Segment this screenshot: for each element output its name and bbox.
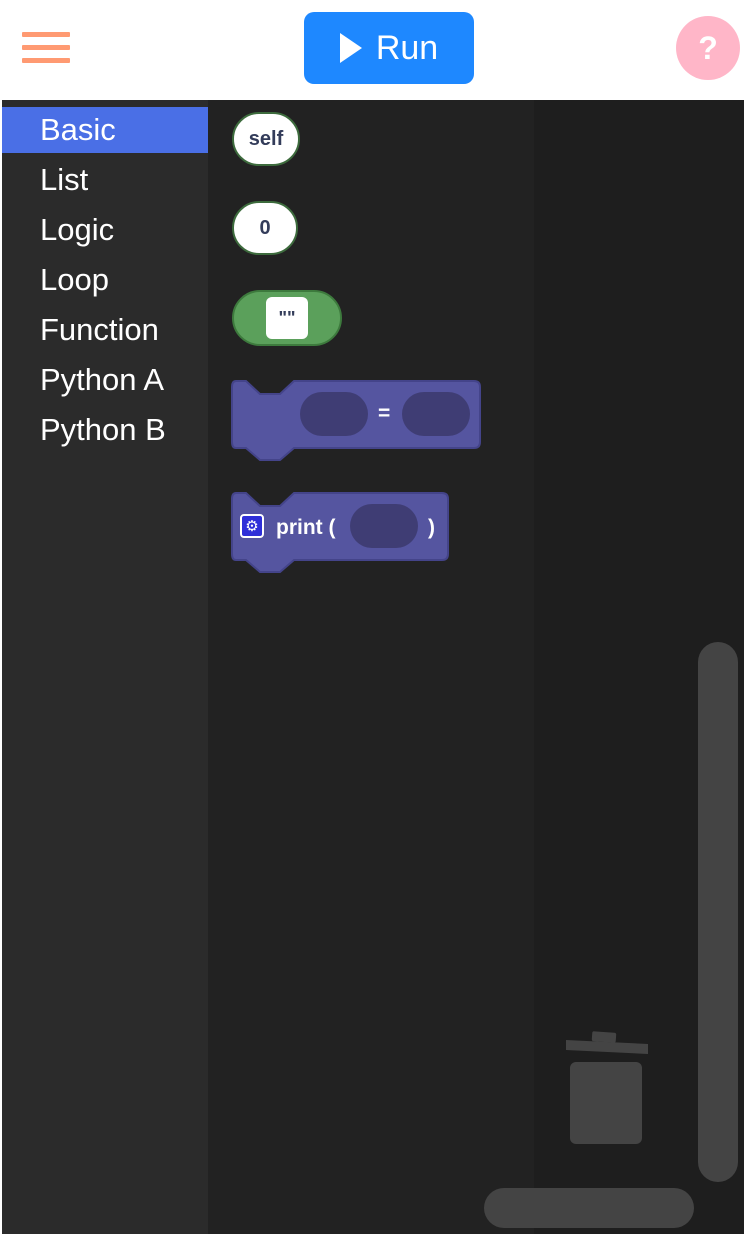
vertical-scrollbar[interactable]	[698, 642, 738, 1182]
trash-icon[interactable]	[564, 1030, 654, 1146]
toolbox-category-list: Basic List Logic Loop Function Python A …	[2, 100, 208, 1234]
play-icon	[339, 33, 362, 63]
number-block[interactable]: 0	[232, 201, 298, 255]
string-block-field[interactable]: ""	[266, 297, 308, 339]
category-loop[interactable]: Loop	[40, 262, 109, 297]
category-python-a[interactable]: Python A	[40, 362, 165, 397]
print-block-close: )	[428, 516, 435, 539]
block-flyout: self 0 "" = ⚙ print ( )	[208, 100, 534, 1234]
run-button-label: Run	[375, 28, 439, 67]
blockly-workspace[interactable]: Basic List Logic Loop Function Python A …	[2, 100, 744, 1234]
category-basic[interactable]: Basic	[2, 107, 208, 153]
help-button[interactable]: ?	[676, 16, 740, 80]
print-block[interactable]: ⚙ print ( )	[230, 492, 450, 574]
print-argument-slot[interactable]	[350, 504, 418, 548]
hamburger-menu-button[interactable]	[20, 30, 72, 66]
gear-icon[interactable]: ⚙	[240, 514, 264, 538]
help-button-label: ?	[698, 29, 718, 66]
app-header: Run ?	[0, 0, 746, 100]
self-block[interactable]: self	[232, 112, 300, 166]
number-block-label: 0	[259, 216, 271, 239]
assign-operator: =	[378, 402, 391, 425]
hamburger-icon-bar	[22, 58, 70, 63]
print-block-label: print (	[276, 516, 336, 539]
self-block-label: self	[248, 127, 284, 150]
horizontal-scrollbar[interactable]	[484, 1188, 694, 1228]
assign-block[interactable]: =	[230, 380, 482, 462]
hamburger-icon-bar	[22, 45, 70, 50]
string-block-label: ""	[278, 307, 296, 328]
assign-target-slot[interactable]	[300, 392, 368, 436]
category-function[interactable]: Function	[40, 312, 159, 347]
string-block[interactable]: ""	[232, 290, 342, 346]
category-python-b[interactable]: Python B	[40, 412, 166, 447]
run-button[interactable]: Run	[304, 12, 474, 84]
hamburger-icon	[22, 32, 70, 37]
category-logic[interactable]: Logic	[40, 212, 115, 247]
category-list[interactable]: List	[40, 162, 89, 197]
assign-value-slot[interactable]	[402, 392, 470, 436]
